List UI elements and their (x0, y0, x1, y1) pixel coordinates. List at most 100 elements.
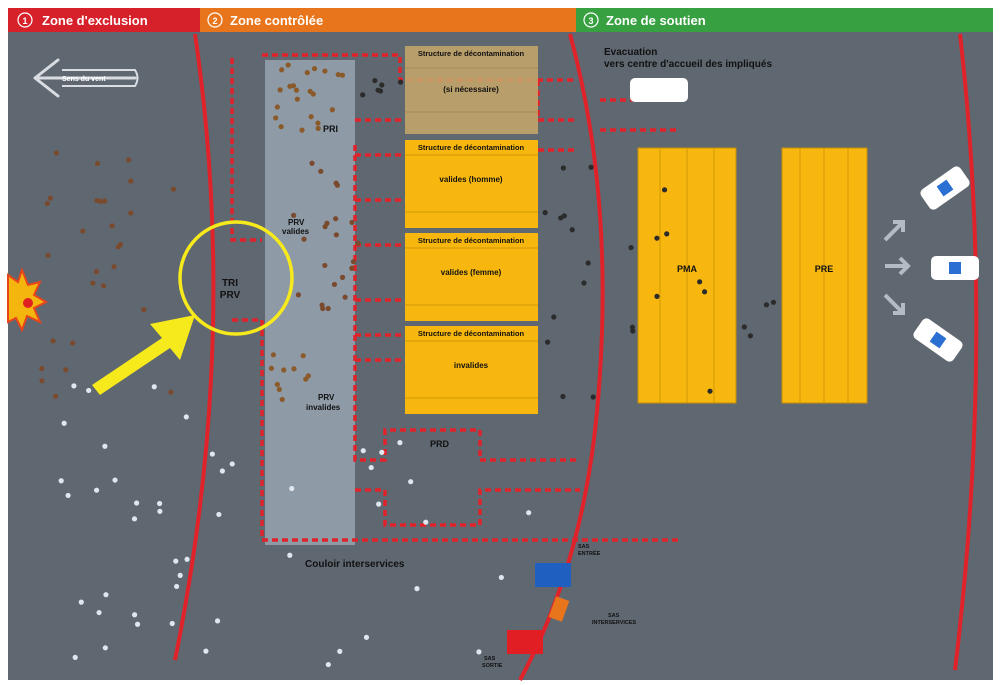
person-marker (408, 479, 414, 485)
person-marker (339, 274, 346, 280)
person-marker (300, 353, 306, 359)
structure-2-title: Structure de décontamination (418, 143, 525, 152)
wind-arrow-shaft (62, 69, 139, 87)
cordon-prd (353, 145, 580, 462)
person-marker (128, 178, 134, 184)
person-marker (63, 367, 69, 373)
zone-2-number: 2 (212, 16, 217, 26)
person-marker (39, 365, 45, 372)
person-marker (96, 609, 102, 616)
sas-inter-label-1: SAS (608, 613, 620, 619)
tri-label-2: PRV (220, 290, 241, 301)
person-marker (126, 157, 132, 163)
person-marker (273, 115, 279, 121)
highlight-circle (178, 220, 294, 336)
zone-header: 1 Zone d'exclusion 2 Zone contrôlée 3 Zo… (8, 8, 993, 32)
zone-2-label: Zone contrôlée (230, 13, 323, 28)
zone-1-number: 1 (22, 16, 27, 26)
pri-label: PRI (323, 124, 338, 134)
pre-tent: PRE (781, 147, 868, 404)
person-marker (209, 451, 215, 457)
person-marker (322, 224, 328, 230)
person-marker (94, 160, 101, 167)
person-marker (78, 599, 84, 605)
person-marker (134, 621, 141, 627)
person-marker (763, 302, 770, 308)
person-marker (363, 634, 370, 640)
person-marker (309, 160, 315, 166)
person-marker (581, 280, 587, 286)
structure-4-subtitle: invalides (454, 361, 489, 370)
person-marker (134, 500, 140, 506)
structure-2: Structure de décontamination valides (ho… (405, 140, 538, 228)
structure-3-subtitle: valides (femme) (441, 268, 502, 277)
zone-3-number-circle (583, 12, 599, 28)
prv-corridor (265, 60, 355, 545)
person-marker (368, 464, 374, 471)
person-marker (151, 384, 157, 390)
person-marker (629, 324, 636, 330)
person-marker (203, 648, 209, 654)
evac-arrows (883, 220, 911, 315)
person-marker (360, 448, 366, 454)
person-marker (379, 449, 385, 455)
person-marker (214, 618, 221, 624)
arrow-left-icon (33, 58, 137, 98)
person-marker (654, 235, 660, 241)
person-marker (558, 215, 564, 221)
person-marker (337, 648, 343, 654)
structure-4-title: Structure de décontamination (418, 329, 525, 338)
person-marker (590, 394, 596, 400)
zone-2-number-circle (207, 12, 223, 28)
person-marker (65, 492, 71, 499)
person-marker (376, 501, 382, 507)
sas-inter-label-2: INTERSERVICES (592, 620, 637, 626)
person-marker (141, 307, 147, 313)
person-marker (44, 200, 50, 207)
person-marker (102, 198, 108, 204)
evacuation-label-1: Evacuation (604, 47, 657, 58)
person-marker (90, 280, 96, 286)
person-marker (307, 88, 313, 95)
tri-label-1: TRI (222, 278, 238, 289)
arrow-up-right-icon (883, 220, 905, 242)
person-marker (285, 62, 291, 68)
person-marker (701, 289, 708, 295)
person-marker (333, 216, 339, 222)
person-marker (545, 339, 551, 345)
person-marker (156, 500, 163, 507)
person-marker (335, 71, 341, 78)
prv-invalides-label-1: PRV (318, 393, 335, 402)
structure-4: Structure de décontamination invalides (405, 326, 538, 414)
pma-label: PMA (677, 264, 698, 274)
person-marker (53, 150, 60, 156)
support-boundary (953, 33, 979, 671)
structure-1-subtitle: (si nécessaire) (443, 85, 499, 94)
person-marker (661, 187, 668, 193)
person-marker (111, 264, 117, 270)
person-marker (526, 510, 532, 516)
sas-sortie-label-2: SORTIE (482, 663, 503, 669)
person-marker (315, 120, 321, 126)
person-marker (70, 340, 76, 346)
person-marker (47, 195, 54, 201)
person-marker (102, 443, 108, 449)
arrow-down-right-icon (883, 293, 905, 315)
person-marker (291, 366, 297, 372)
zone-1-label: Zone d'exclusion (42, 13, 148, 28)
people-markers (39, 62, 777, 668)
person-marker (329, 107, 335, 113)
person-marker (174, 583, 180, 590)
person-marker (360, 92, 366, 98)
evacuation-label-2: vers centre d'accueil des impliqués (604, 59, 772, 70)
person-marker (93, 269, 100, 275)
zone-controlee-bar (200, 8, 576, 32)
tri-highlight: TRI PRV (178, 220, 294, 336)
sas-entree: SAS ENTRÉE (535, 544, 601, 587)
person-marker (331, 281, 338, 288)
person-marker (349, 219, 355, 225)
person-marker (157, 508, 163, 514)
person-marker (98, 198, 104, 204)
person-marker (103, 592, 109, 598)
person-marker (334, 182, 340, 188)
